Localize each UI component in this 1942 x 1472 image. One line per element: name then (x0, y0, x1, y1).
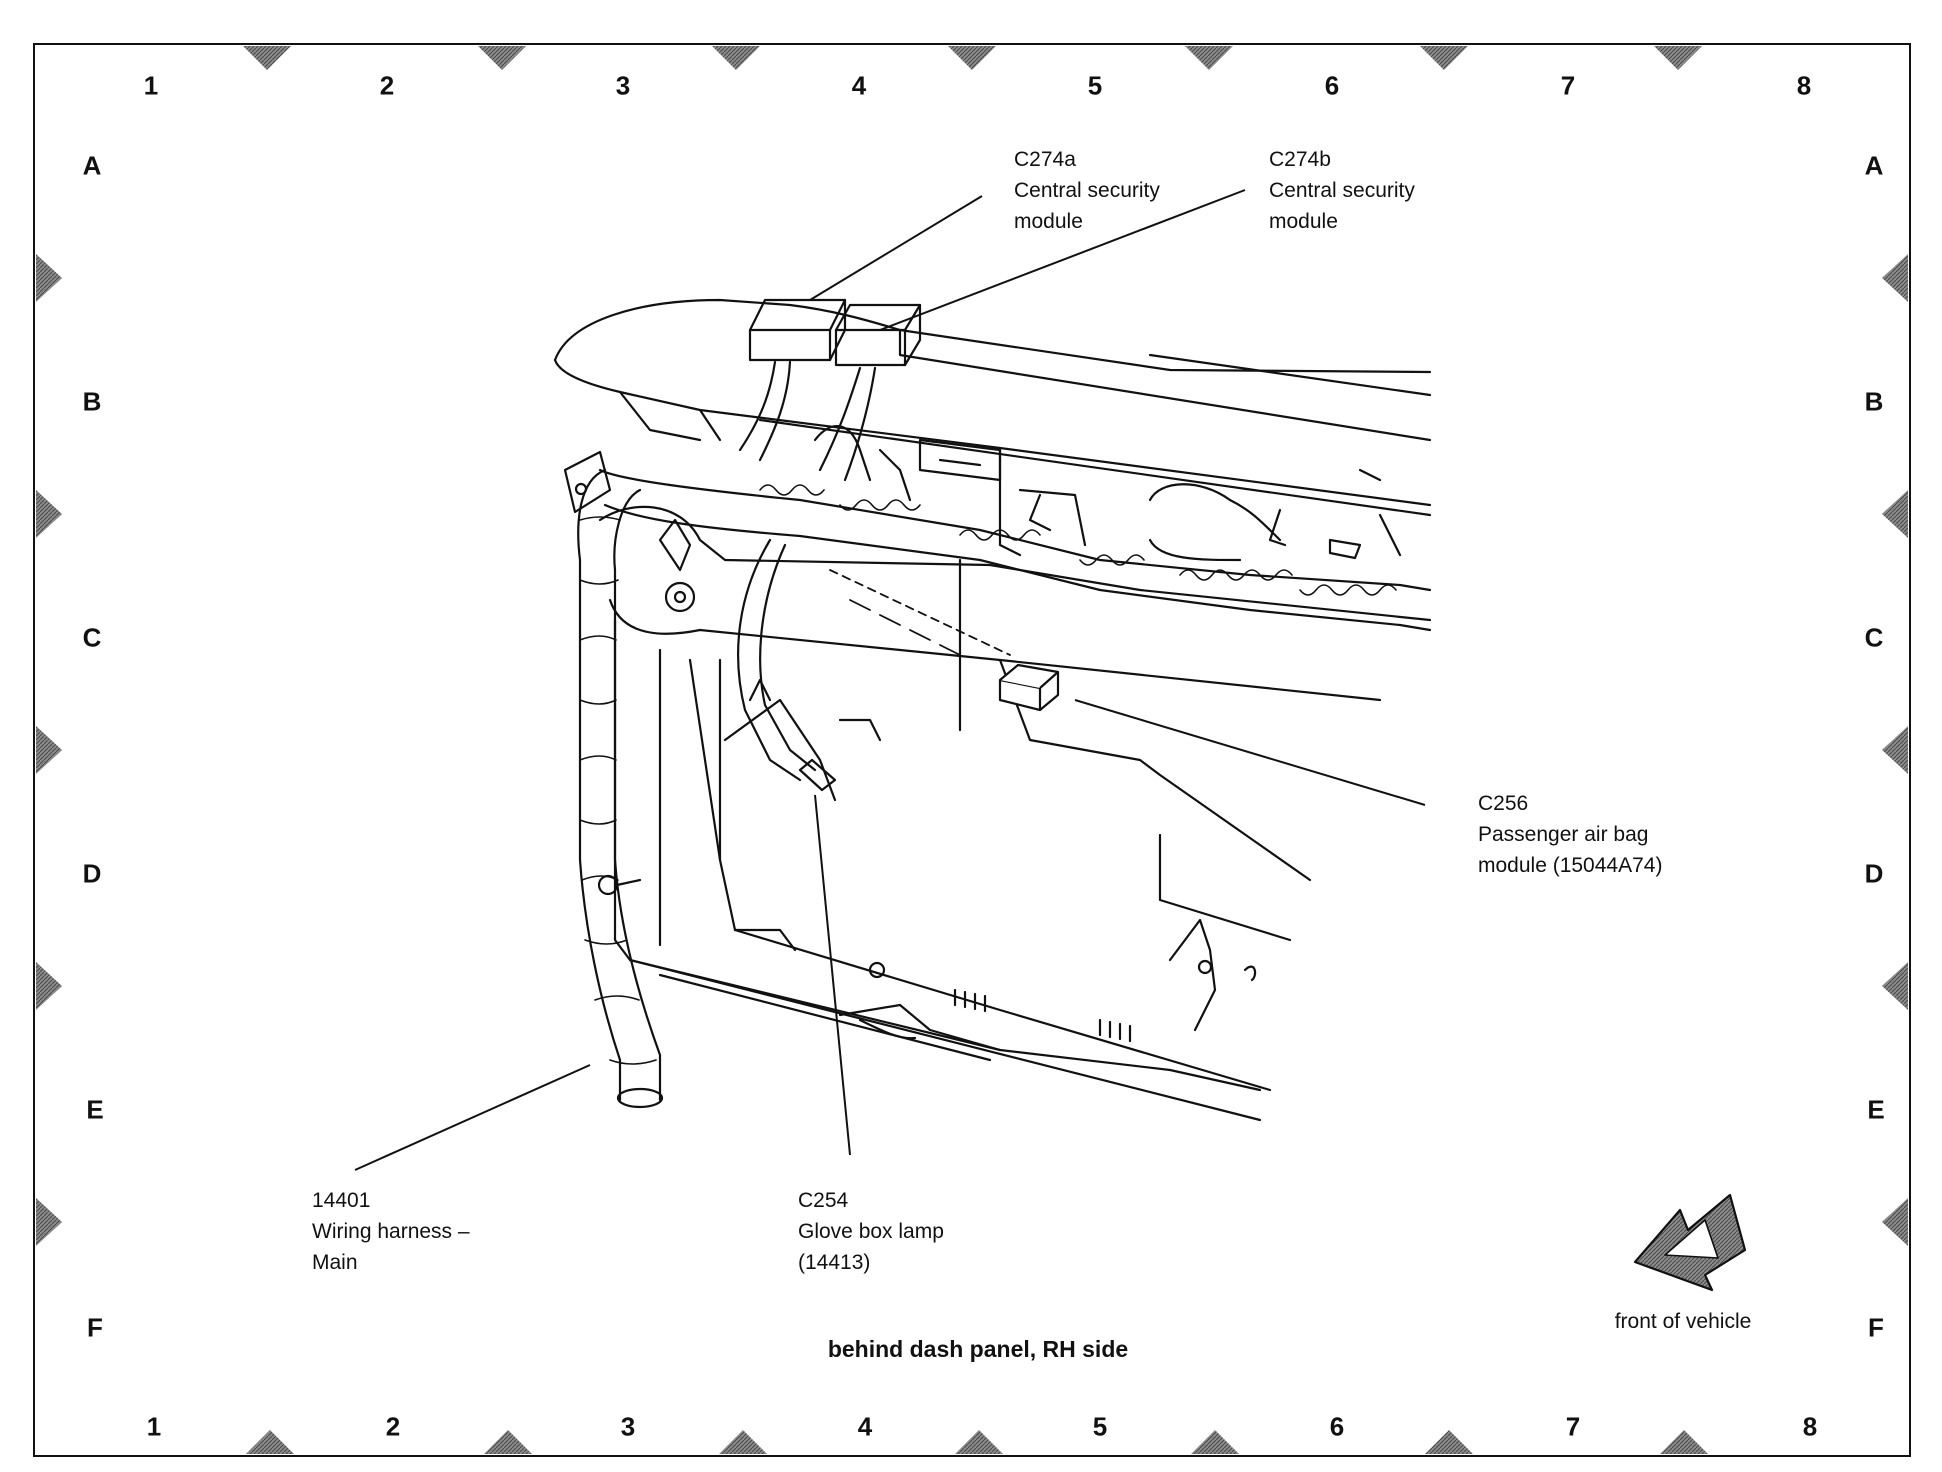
leader-c256 (1074, 699, 1426, 806)
callout-harness-line1: Wiring harness – (312, 1220, 470, 1243)
grid-col-8-bottom: 8 (1802, 1411, 1818, 1442)
zone-markers-bottom (246, 1430, 1708, 1454)
grid-row-e-right: E (1867, 1094, 1885, 1125)
callout-c274b: C274b Central security module (1269, 144, 1415, 237)
leader-lines (354, 189, 1426, 1171)
zone-markers-right (1882, 254, 1908, 1246)
dash-panel-drawing (553, 298, 1432, 1122)
grid-col-4-bottom: 4 (857, 1411, 873, 1442)
leader-c274a (809, 195, 983, 301)
callout-c254: C254 Glove box lamp (14413) (798, 1185, 944, 1278)
leader-harness (354, 1064, 591, 1171)
diagram-border (33, 43, 1911, 1457)
grid-row-e-left: E (86, 1094, 104, 1125)
grid-row-d-right: D (1864, 858, 1884, 889)
airbag-connector (998, 663, 1060, 712)
grid-col-8-top: 8 (1796, 70, 1812, 101)
front-of-vehicle-label: front of vehicle (1614, 1310, 1752, 1333)
grid-row-b-right: B (1864, 386, 1884, 417)
callout-harness-code: 14401 (312, 1189, 371, 1212)
callout-c274a-code: C274a (1014, 148, 1076, 171)
callout-harness: 14401 Wiring harness – Main (312, 1185, 470, 1278)
callout-c274a: C274a Central security module (1014, 144, 1160, 237)
callout-c256: C256 Passenger air bag module (15044A74) (1478, 788, 1662, 881)
leader-c274b (879, 189, 1246, 331)
callout-c256-code: C256 (1478, 792, 1529, 815)
grid-col-2-top: 2 (379, 70, 395, 101)
callout-c274b-line2: module (1269, 210, 1338, 233)
callout-c254-line1: Glove box lamp (798, 1220, 944, 1243)
callout-c274a-line1: Central security (1014, 179, 1160, 202)
grid-col-7-bottom: 7 (1565, 1411, 1581, 1442)
callout-c254-line2: (14413) (798, 1251, 871, 1274)
front-arrow-icon (1633, 1193, 1747, 1292)
grid-col-1-bottom: 1 (146, 1411, 162, 1442)
zone-markers-left (36, 254, 62, 1246)
grid-col-7-top: 7 (1560, 70, 1576, 101)
callout-harness-line2: Main (312, 1251, 358, 1274)
grid-row-f-left: F (87, 1312, 103, 1343)
grid-col-5-top: 5 (1087, 70, 1103, 101)
callout-c256-line1: Passenger air bag (1478, 823, 1649, 846)
callout-c274b-code: C274b (1269, 148, 1331, 171)
zone-markers-top (243, 46, 1702, 70)
grid-row-c-right: C (1864, 622, 1884, 653)
callout-c254-code: C254 (798, 1189, 849, 1212)
grid-row-d-left: D (82, 858, 102, 889)
grid-row-f-right: F (1868, 1312, 1884, 1343)
grid-col-4-top: 4 (851, 70, 867, 101)
grid-row-a-left: A (82, 150, 102, 181)
callout-c274a-line2: module (1014, 210, 1083, 233)
grid-col-3-top: 3 (615, 70, 631, 101)
callout-c256-line2: module (15044A74) (1478, 854, 1663, 877)
grid-col-3-bottom: 3 (620, 1411, 636, 1442)
grid-col-6-top: 6 (1324, 70, 1340, 101)
grid-col-6-bottom: 6 (1329, 1411, 1345, 1442)
grid-row-a-right: A (1864, 150, 1884, 181)
grid-row-c-left: C (82, 622, 102, 653)
grid-row-b-left: B (82, 386, 102, 417)
diagram-caption: behind dash panel, RH side (827, 1336, 1129, 1362)
grid-col-1-top: 1 (143, 70, 159, 101)
grid-col-5-bottom: 5 (1092, 1411, 1108, 1442)
leader-c254 (814, 794, 851, 1156)
grid-col-2-bottom: 2 (385, 1411, 401, 1442)
callout-c274b-line1: Central security (1269, 179, 1415, 202)
